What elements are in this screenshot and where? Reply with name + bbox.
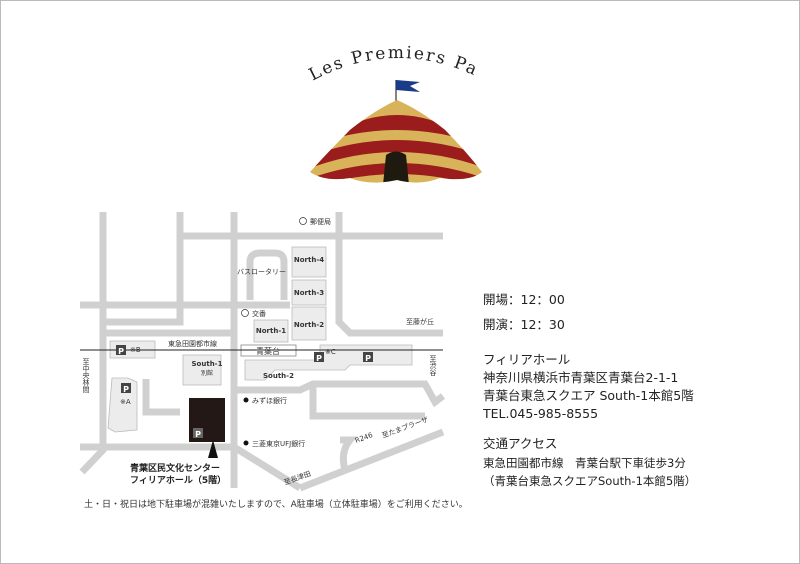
police-box-icon bbox=[241, 309, 249, 317]
parking-note: 土・日・祝日は地下駐車場が混雑いたしますので、A駐車場（立体駐車場）をご利用くだ… bbox=[84, 500, 468, 510]
title-text: Les Premiers Pas bbox=[0, 0, 482, 85]
to-chuorinkan-label: 至中央林間 bbox=[82, 358, 90, 394]
parking-c-label: ※C bbox=[325, 348, 336, 356]
hall-name: フィリアホール bbox=[483, 352, 571, 367]
address-line2: 青葉台東急スクエア South-1本館5階 bbox=[483, 388, 694, 403]
access-map bbox=[79, 212, 446, 492]
to-shibuya-label: 至渋谷 bbox=[429, 355, 437, 377]
venue-label-line1: 青葉区民文化センター bbox=[130, 462, 220, 474]
parking-a-label: ※A bbox=[120, 398, 131, 406]
to-fujigaoka-label: 至藤が丘 bbox=[406, 317, 434, 326]
flag-icon bbox=[396, 80, 420, 92]
tent-logo bbox=[310, 80, 482, 183]
building-north-2: North-2 bbox=[294, 321, 324, 329]
parking-icons bbox=[116, 345, 373, 438]
post-office-label: 郵便局 bbox=[310, 217, 331, 226]
r246-label: R246 bbox=[354, 431, 374, 445]
telephone: TEL.045-985-8555 bbox=[483, 406, 599, 421]
address-line1: 神奈川県横浜市青葉区青葉台2-1-1 bbox=[483, 370, 679, 385]
start-time: 開演：12：30 bbox=[483, 317, 565, 332]
access-line1: 東急田園都市線 青葉台駅下車徒歩3分 bbox=[483, 456, 686, 470]
building-north-1: North-1 bbox=[256, 327, 286, 335]
mufg-label: 三菱東京UFJ銀行 bbox=[252, 439, 305, 448]
parking-label: P bbox=[365, 354, 371, 363]
parking-label: P bbox=[123, 385, 129, 394]
access-heading: 交通アクセス bbox=[483, 436, 558, 451]
parking-b-label: ※B bbox=[130, 346, 141, 354]
station-label: 青葉台 bbox=[256, 346, 280, 356]
building-south-2: South-2 bbox=[263, 372, 294, 380]
building-north-4: North-4 bbox=[294, 256, 324, 264]
bus-rotary-label: バスロータリー bbox=[237, 267, 286, 276]
building-north-3: North-3 bbox=[294, 289, 324, 297]
police-box-label: 交番 bbox=[252, 309, 266, 318]
access-line2: （青葉台東急スクエアSouth-1本館5階） bbox=[483, 474, 697, 488]
rail-line-label: 東急田園都市線 bbox=[168, 339, 217, 348]
building-south-1: South-1 bbox=[192, 360, 223, 368]
venue-arrow-icon bbox=[208, 440, 218, 458]
post-office-icon bbox=[299, 217, 307, 225]
bank-dot-icon bbox=[243, 440, 249, 446]
parking-label: P bbox=[195, 430, 201, 439]
open-time: 開場：12：00 bbox=[483, 292, 565, 307]
venue-label-line2: フィリアホール（5階） bbox=[130, 474, 226, 486]
building-south-1-annex: 別館 bbox=[201, 369, 213, 377]
bank-dot-icon bbox=[243, 397, 249, 403]
mizuho-label: みずほ銀行 bbox=[252, 396, 287, 405]
parking-label: P bbox=[118, 347, 124, 356]
parking-label: P bbox=[316, 354, 322, 363]
